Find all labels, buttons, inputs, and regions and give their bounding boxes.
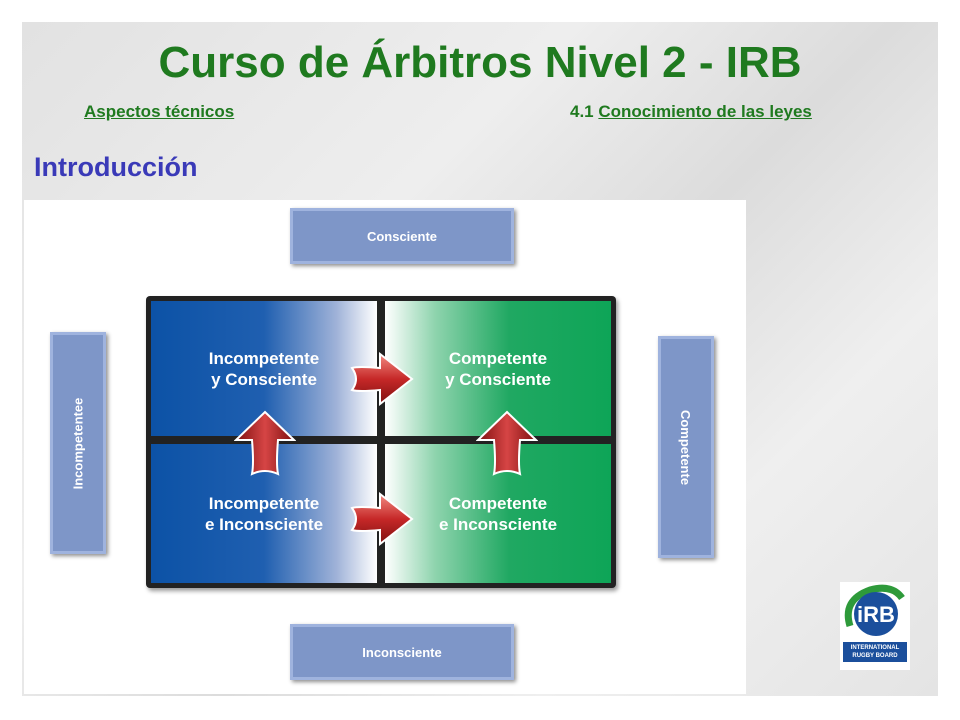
tab-competente: Competente: [658, 336, 714, 558]
section-heading: Introducción: [34, 152, 198, 182]
quadrant-line: e Inconsciente: [204, 514, 324, 534]
quadrant-line: Competente: [448, 493, 548, 513]
quadrant-line: e Inconsciente: [438, 514, 558, 534]
arrow-right-icon: [350, 352, 414, 406]
irb-logo-line1: INTERNATIONAL: [850, 645, 900, 651]
competence-diagram: Consciente Inconsciente Incompetentee Co…: [24, 200, 746, 694]
tab-competente-label: Competente: [678, 409, 694, 485]
quadrant-line: y Consciente: [211, 369, 317, 389]
page-title: Curso de Árbitros Nivel 2 - IRB: [158, 38, 802, 87]
quadrant-line: Incompetente: [208, 493, 320, 513]
tab-incompetente: Incompetentee: [50, 332, 106, 554]
tab-inconsciente-label: Inconsciente: [362, 644, 442, 660]
tab-consciente-label: Consciente: [366, 228, 438, 244]
arrow-up-icon: [234, 410, 296, 476]
irb-logo: iRB INTERNATIONAL RUGBY BOARD: [840, 582, 910, 670]
irb-logo-line2: RUGBY BOARD: [852, 653, 898, 659]
section-reference: 4.1 Conocimiento de las leyes: [570, 102, 812, 122]
section-number: 4.1: [570, 102, 594, 121]
irb-logo-mark: iRB: [844, 584, 905, 636]
tab-incompetente-label: Incompetentee: [70, 397, 86, 489]
link-aspectos-tecnicos[interactable]: Aspectos técnicos: [84, 102, 235, 121]
link-conocimiento-leyes[interactable]: Conocimiento de las leyes: [598, 102, 812, 121]
tab-inconsciente: Inconsciente: [290, 624, 514, 680]
tab-consciente: Consciente: [290, 208, 514, 264]
arrow-up-icon: [476, 410, 538, 476]
irb-logo-text: iRB: [857, 602, 895, 627]
quadrant-line: Incompetente: [208, 348, 320, 368]
quadrant-line: Competente: [448, 348, 548, 368]
irb-logo-banner: INTERNATIONAL RUGBY BOARD: [843, 642, 907, 662]
quadrant-line: y Consciente: [445, 369, 551, 389]
arrow-right-icon: [350, 492, 414, 546]
